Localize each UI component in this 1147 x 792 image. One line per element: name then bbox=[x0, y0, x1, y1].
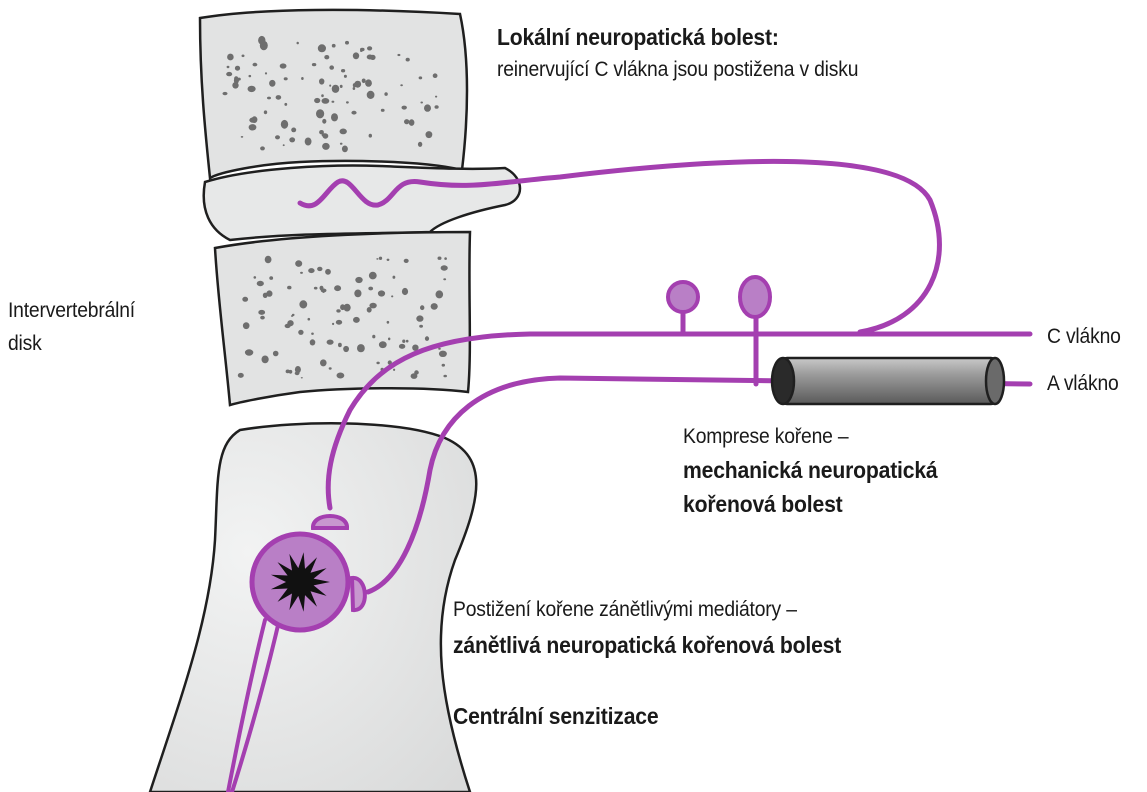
ganglion-cell-1 bbox=[668, 282, 698, 312]
disc-label-line1: Intervertebrální bbox=[8, 297, 135, 324]
lower-vertebra bbox=[215, 232, 470, 405]
root-compression-sleeve bbox=[772, 358, 1004, 404]
inflammation-line2: zánětlivá neuropatická kořenová bolest bbox=[453, 632, 841, 659]
a-fiber-label: A vlákno bbox=[1047, 370, 1119, 397]
c-fiber-label: C vlákno bbox=[1047, 323, 1121, 350]
central-sensitization-label: Centrální senzitizace bbox=[453, 703, 658, 730]
inflammation-line1: Postižení kořene zánětlivými mediátory – bbox=[453, 596, 797, 623]
local-pain-title: Lokální neuropatická bolest: bbox=[497, 24, 779, 51]
compression-line2: mechanická neuropatická bbox=[683, 457, 938, 484]
disc-label-line2: disk bbox=[8, 330, 42, 357]
local-pain-description: reinervující C vlákna jsou postižena v d… bbox=[497, 56, 858, 83]
synapse-terminal-a bbox=[352, 578, 365, 610]
upper-vertebra bbox=[200, 10, 467, 178]
compression-line3: kořenová bolest bbox=[683, 491, 843, 518]
intervertebral-disc bbox=[204, 166, 520, 240]
compression-line1: Komprese kořene – bbox=[683, 423, 848, 450]
synapse-terminal-c bbox=[313, 516, 347, 528]
ganglion-cell-2 bbox=[740, 277, 770, 317]
